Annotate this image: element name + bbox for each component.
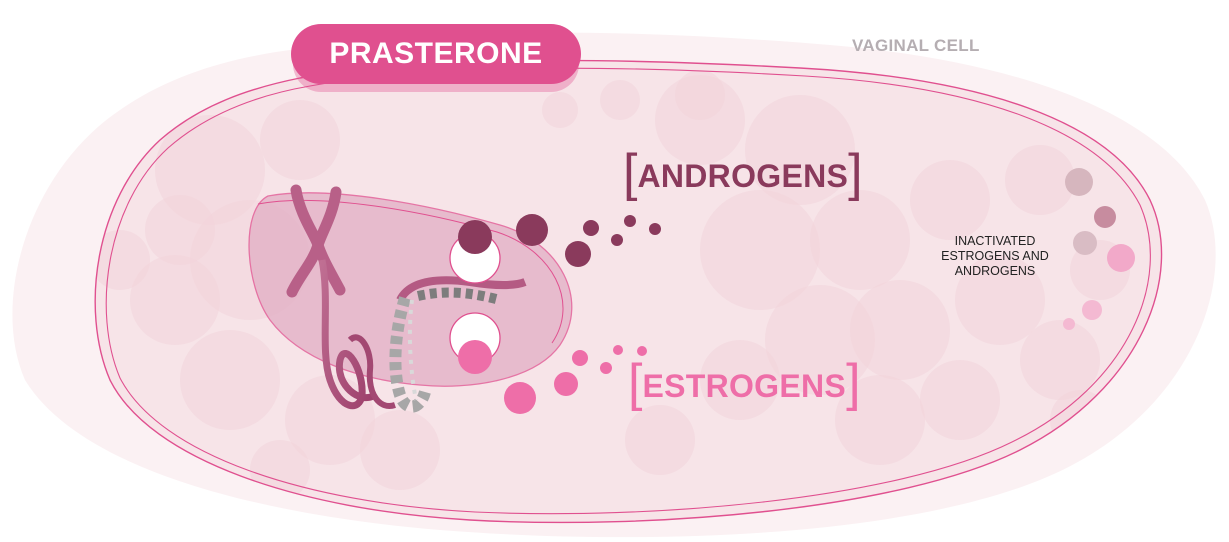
cell-bubble (260, 100, 340, 180)
cell-bubble (1020, 320, 1100, 400)
androgen-molecule (624, 215, 636, 227)
cell-bubble (910, 160, 990, 240)
estrogens-label: [ ESTROGENS ] (628, 360, 861, 412)
cell-bubble (1005, 145, 1075, 215)
cell-body (90, 60, 1162, 522)
estrogens-open-bracket: [ (628, 357, 642, 409)
cell-bubble (145, 195, 215, 265)
estrogen-molecule (613, 345, 623, 355)
cell-bubble (542, 92, 578, 128)
inactivated-molecule (1073, 231, 1097, 255)
androgens-label: [ ANDROGENS ] (623, 150, 863, 202)
cell-bubble (625, 405, 695, 475)
vaginal-cell-label: VAGINAL CELL (852, 36, 1062, 56)
cell-bubble (180, 330, 280, 430)
androgens-open-bracket: [ (623, 147, 637, 199)
estrogen-molecule (600, 362, 612, 374)
prasterone-label: PRASTERONE (329, 37, 542, 71)
cell-bubble (920, 360, 1000, 440)
estrogens-text: ESTROGENS (642, 368, 846, 405)
androgen-molecule (649, 223, 661, 235)
cell-bubble (675, 70, 725, 120)
estrogens-close-bracket: ] (846, 357, 860, 409)
inactivated-molecule (1107, 244, 1135, 272)
androgens-text: ANDROGENS (637, 158, 848, 195)
estrogen-molecule (554, 372, 578, 396)
cell-bubble (850, 280, 950, 380)
prasterone-badge: PRASTERONE (291, 24, 581, 84)
cell-bubble (360, 410, 440, 490)
androgens-close-bracket: ] (848, 147, 862, 199)
androgen-molecule (565, 241, 591, 267)
inactivated-molecule (1094, 206, 1116, 228)
androgen-molecule (611, 234, 623, 246)
androgen-molecule (583, 220, 599, 236)
inactivated-molecule (1065, 168, 1093, 196)
inactivated-molecule (1063, 318, 1075, 330)
estrogen-molecule (572, 350, 588, 366)
estrogen-molecule (504, 382, 536, 414)
cell-bubble (810, 190, 910, 290)
cell-bubble (600, 80, 640, 120)
androgen-molecule (516, 214, 548, 246)
inactivated-molecule (1082, 300, 1102, 320)
inactivated-label: INACTIVATED ESTROGENS AND ANDROGENS (930, 234, 1060, 279)
